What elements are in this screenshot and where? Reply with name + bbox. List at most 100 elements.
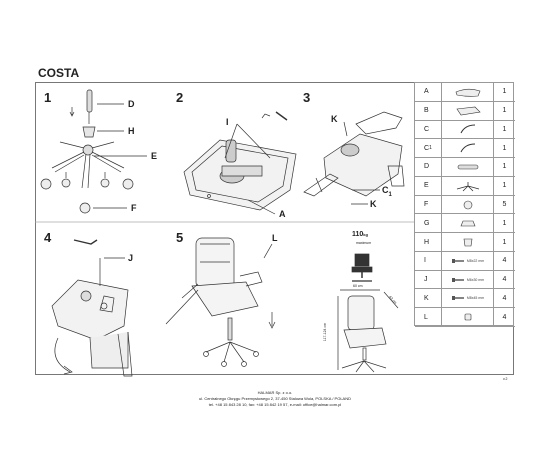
part-letter-subscript: 1 (429, 145, 432, 152)
parts-row: I M8x22 mm 4 (415, 251, 515, 271)
callout-c1: C1 (382, 185, 392, 198)
part-spec: M8x22 mm (466, 258, 485, 263)
part-quantity: 1 (502, 219, 507, 227)
gas-lift-drawing (69, 89, 93, 124)
footer-company: HALMAR Sp. z o.o. (257, 390, 293, 395)
part-letter: J (415, 270, 442, 289)
part-quantity: 1 (502, 88, 507, 96)
part-quantity: 4 (502, 294, 507, 302)
seat-icon (442, 83, 494, 101)
part-spec: M6x30 mm (466, 277, 485, 282)
cover-icon (442, 233, 494, 251)
parts-row: K M8x45 mm 4 (415, 289, 515, 309)
part-quantity: 1 (502, 163, 507, 171)
part-letter: G (415, 214, 442, 233)
part-letter-text: I (424, 257, 426, 265)
step-5-number: 5 (176, 230, 184, 245)
weight-limit: 110kg (352, 231, 368, 238)
part-quantity: 5 (502, 200, 507, 208)
callout-a: A (279, 209, 286, 219)
part-quantity: 4 (502, 313, 507, 321)
part-quantity: 1 (502, 182, 507, 190)
part-quantity: 1 (502, 107, 507, 115)
part-letter: F (415, 195, 442, 214)
step-1-number: 1 (44, 90, 52, 105)
revision-label: v.2 (503, 377, 508, 381)
footer-address: ul. Centralnego Okręgu Przemysłowego 2, … (198, 396, 351, 401)
step-3-number: 3 (303, 90, 311, 105)
part-letter-text: H (424, 238, 430, 246)
dim-height: 117-124 cm (323, 322, 328, 342)
callout-h: H (128, 126, 135, 136)
part-letter: C (415, 120, 442, 139)
castors-drawing (40, 172, 134, 214)
callout-j: J (128, 253, 134, 263)
footer-contact: tel. +48 15 843 28 10, fax: +48 15 842 1… (208, 402, 342, 407)
part-letter-text: L (424, 313, 428, 321)
cap-icon (442, 308, 494, 326)
cover-drawing (82, 126, 96, 138)
chair-weight-icon (351, 253, 373, 282)
part-letter: A (415, 83, 442, 101)
callout-i: I (226, 117, 229, 127)
part-quantity: 1 (502, 125, 507, 133)
step-2-number: 2 (176, 90, 184, 105)
dimension-chair-drawing (337, 289, 399, 373)
part-letter: E (415, 176, 442, 195)
dim-width: 60 cm (353, 284, 363, 288)
part-quantity: 1 (502, 238, 507, 246)
part-letter: L (415, 308, 442, 326)
callout-e: E (151, 151, 158, 161)
bolt-icon: M8x45 mm (442, 289, 494, 308)
part-quantity: 4 (502, 257, 507, 265)
gas-lift-icon (442, 158, 494, 176)
part-letter-text: A (424, 88, 429, 96)
armrest-icon (442, 139, 494, 158)
part-letter: D (415, 158, 442, 176)
part-letter: K (415, 289, 442, 308)
backrest-icon (442, 101, 494, 120)
star-base-drawing (51, 141, 125, 189)
weight-unit: kg (363, 232, 368, 237)
seat-underside-drawing (183, 139, 297, 211)
part-letter-text: E (424, 182, 429, 190)
part-letter-text: G (424, 219, 430, 227)
part-letter-text: B (424, 107, 429, 115)
mechanism-icon (442, 214, 494, 233)
part-letter-text: C (424, 144, 430, 152)
part-letter-text: F (424, 200, 429, 208)
callout-f: F (131, 203, 137, 213)
part-letter: I (415, 251, 442, 270)
product-title: COSTA (38, 66, 80, 80)
part-letter: H (415, 233, 442, 251)
part-spec: M8x45 mm (466, 296, 485, 301)
armrest-icon (442, 120, 494, 139)
star-base-icon (442, 176, 494, 195)
part-quantity: 4 (502, 276, 507, 284)
callout-k-top: K (331, 114, 338, 124)
callout-k-bottom: K (370, 199, 377, 209)
weight-sub: maximum (356, 241, 372, 245)
parts-row: J M6x30 mm 4 (415, 270, 515, 290)
bolt-icon: M6x30 mm (442, 270, 494, 289)
step-4-number: 4 (44, 230, 52, 245)
chair-backrest-drawing (191, 237, 263, 367)
part-letter: B (415, 101, 442, 120)
castor-icon (442, 195, 494, 214)
part-letter-text: C (424, 125, 430, 133)
bolt-icon: M8x22 mm (442, 251, 494, 270)
callout-d: D (128, 99, 135, 109)
part-letter-text: D (424, 163, 430, 171)
